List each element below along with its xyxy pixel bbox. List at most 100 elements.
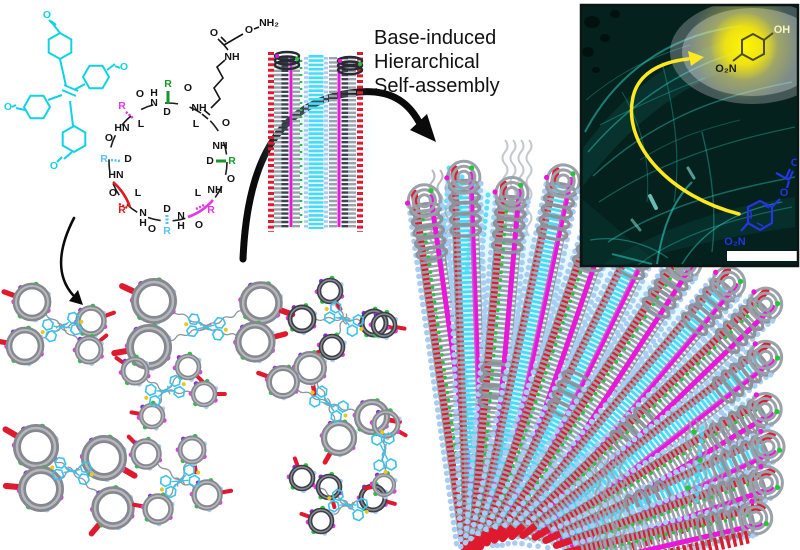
ring-body	[75, 305, 107, 337]
decoration-dot	[525, 199, 531, 205]
benzene-ring	[356, 497, 369, 511]
tpe-bond	[61, 89, 77, 97]
tpe-bond	[59, 58, 67, 87]
magenta-bond-arc	[187, 199, 214, 219]
coil-face	[758, 475, 774, 491]
macrocycle-ring	[2, 464, 64, 513]
red-rod	[96, 333, 109, 344]
substrate-nitro-label: O₂N	[724, 236, 745, 248]
peptide-label: H	[177, 220, 185, 232]
oxime-dot	[364, 509, 369, 514]
decoration-dot	[492, 189, 498, 195]
figure-title: Base-induced Hierarchical Self-assembly	[374, 27, 500, 97]
coil-face	[758, 296, 774, 312]
ring-body	[318, 333, 346, 361]
red-rod	[129, 410, 143, 416]
decoration-dot	[734, 296, 740, 303]
ring-highlight	[83, 437, 125, 479]
tube-edge	[450, 182, 465, 543]
ring-highlight	[14, 284, 50, 320]
ring-body	[131, 278, 177, 324]
cyan-bead-mesh	[693, 425, 705, 508]
benzene-ring	[47, 31, 73, 61]
macrocycle-ring	[131, 492, 175, 527]
macrocycle-ring	[319, 419, 358, 465]
ring-highlight	[318, 279, 342, 303]
green-dot-strand	[492, 214, 602, 526]
loose-coil-squiggle	[594, 451, 602, 549]
benzene-ring	[164, 485, 177, 499]
decoration-dot	[774, 484, 781, 490]
bead-strand	[468, 175, 551, 542]
aminooxy-label: NH₂	[259, 17, 279, 29]
fiber-strand	[637, 206, 793, 266]
ring-body	[239, 281, 283, 325]
peptide-label: L	[135, 187, 142, 199]
oxime-dot	[310, 390, 315, 395]
ring-highlight	[140, 404, 164, 428]
ring-highlight	[133, 280, 175, 322]
ring-highlight	[20, 468, 62, 510]
oxime-dot	[181, 382, 186, 387]
decoration-dot	[762, 498, 768, 504]
tube-edge	[489, 220, 641, 528]
peptide-label: O	[195, 219, 203, 231]
peptide-label: R	[163, 225, 171, 237]
micrograph-panel: OH O₂N O O O₂N	[579, 3, 800, 268]
coil-ring	[273, 55, 301, 66]
coil-face	[758, 349, 774, 365]
ring-body	[316, 277, 344, 305]
ether-o-label: O	[245, 24, 253, 36]
peptide-label: R	[164, 78, 172, 90]
decoration-dot	[769, 318, 776, 324]
macrocycle-ring	[79, 434, 138, 483]
ring-highlight	[122, 358, 148, 384]
ring-highlight	[372, 313, 396, 337]
coil-face	[456, 169, 472, 185]
peg-linker	[335, 302, 348, 325]
tpe-linker-motif	[40, 311, 84, 343]
dark-debris	[600, 34, 610, 42]
decoration-dot	[428, 188, 434, 194]
decoration-dot	[358, 62, 362, 66]
decoration-dot	[753, 392, 759, 398]
decoration-dot	[691, 429, 697, 435]
tpe-bond	[52, 23, 61, 34]
ring-highlight	[193, 481, 221, 509]
red-rod	[278, 309, 292, 317]
ring-highlight	[309, 509, 333, 533]
product-glow	[710, 12, 778, 80]
decoration-dot	[692, 275, 699, 282]
catalysis-arrow	[629, 51, 741, 216]
substrate-molecule	[740, 168, 795, 232]
red-rod	[383, 499, 397, 506]
decoration-dot	[758, 428, 764, 434]
tpe-bond	[15, 107, 26, 111]
decoration-dot	[338, 59, 342, 63]
decoration-dot	[713, 269, 719, 275]
benzene-ring	[346, 324, 358, 338]
tube-edge	[411, 207, 460, 540]
ring-body	[307, 507, 335, 535]
dark-debris	[582, 47, 594, 57]
ring-body	[371, 472, 397, 498]
oxime-dot	[184, 322, 189, 327]
oxime-dot	[79, 319, 84, 324]
oxime-dot	[159, 487, 164, 492]
ring-body	[287, 304, 317, 334]
coil-face	[716, 270, 742, 296]
macrocycle-ring	[2, 423, 59, 472]
coil-face	[451, 164, 477, 190]
benzene-ring	[382, 432, 395, 445]
monomer-clusters	[0, 275, 408, 537]
peptide-label: N	[150, 97, 158, 109]
conjugation-arrow	[59, 216, 83, 305]
coil-face	[752, 396, 778, 422]
ring-body	[126, 324, 172, 370]
peptide-label: O	[109, 187, 117, 199]
nanotube-bundle	[254, 40, 378, 244]
bead-strand	[445, 176, 464, 550]
peptide-label: D	[163, 203, 171, 215]
bead-strand	[525, 342, 758, 526]
macrocycle-cluster	[368, 309, 407, 341]
